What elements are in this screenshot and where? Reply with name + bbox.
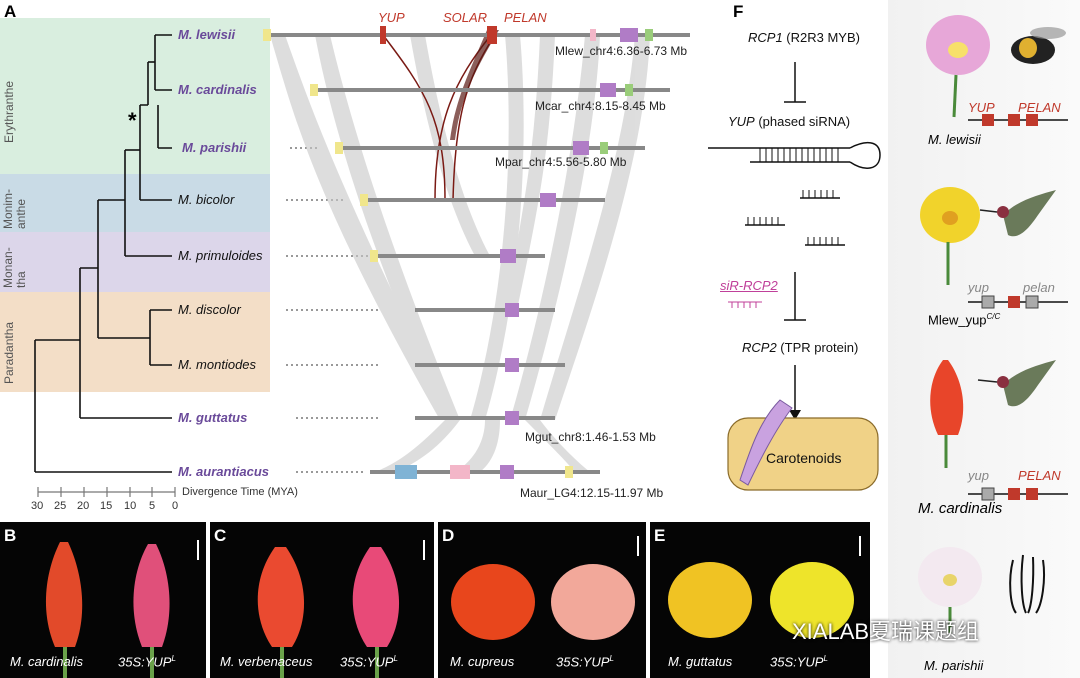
- gene-label-pelan-mutant: pelan: [1023, 280, 1055, 295]
- time-tick-label: 25: [54, 500, 67, 512]
- sirna-label: siR-RCP2: [720, 278, 778, 293]
- red-flower-with-hummingbird: [930, 360, 1056, 468]
- panel-a-letter: A: [4, 2, 17, 21]
- photo-panel-c: C M. verbenaceus 35S:YUPL: [210, 522, 434, 678]
- gene-label-yup-mutant: yup: [968, 468, 989, 483]
- gene-state-diagrams: [968, 114, 1068, 501]
- panel-f-letter: F: [733, 2, 744, 21]
- time-axis-title: Divergence Time (MYA): [182, 486, 298, 498]
- species-label: M. aurantiacus: [178, 464, 270, 479]
- synteny-plot: [263, 26, 690, 479]
- species-caption: Mlew_yupC/C: [928, 312, 1001, 328]
- gene-label-yup: YUP: [378, 10, 405, 25]
- species-caption: M. lewisii: [928, 132, 981, 147]
- time-tick-label: 5: [149, 500, 156, 512]
- time-tick-label: 10: [124, 500, 137, 512]
- species-label: M. parishii: [182, 140, 247, 155]
- gene-label-pelan: PELAN: [1018, 468, 1061, 483]
- clade-monimanthe-band: Monim- anthe: [0, 174, 270, 232]
- chromosome-label: Mcar_chr4:8.15-8.45 Mb: [535, 99, 666, 113]
- gene-label-yup: YUP: [968, 100, 995, 115]
- species-caption: M. parishii: [924, 658, 984, 673]
- time-tick-label: 20: [77, 500, 90, 512]
- species-label: M. bicolor: [178, 192, 235, 207]
- rcp1-label: RCP1 (R2R3 MYB): [748, 30, 860, 45]
- photo-panel-d: D M. cupreus 35S:YUPL: [438, 522, 646, 678]
- chromosome-label: Mlew_chr4:6.36-6.73 Mb: [555, 44, 688, 58]
- species-label: M. cardinalis: [178, 82, 257, 97]
- gene-label-pelan: PELAN: [504, 10, 547, 25]
- white-flower-with-anthers: [918, 547, 1046, 633]
- species-label: M. montiodes: [178, 357, 257, 372]
- chromosome-label: Mpar_chr4:5.56-5.80 Mb: [495, 155, 627, 169]
- carotenoids-label: Carotenoids: [766, 450, 842, 466]
- species-label: M. discolor: [178, 302, 241, 317]
- clade-monantha-band: Monan- tha: [0, 232, 270, 292]
- pink-flower-with-bee: [926, 15, 1066, 118]
- time-tick-label: 30: [31, 500, 44, 512]
- photo-panel-b: B M. cardinalis 35S:YUPL: [0, 522, 206, 678]
- pathway-diagram: [708, 62, 881, 491]
- clade-paradantha-band: Paradantha: [0, 292, 270, 392]
- species-label: M. lewisii: [178, 27, 236, 42]
- time-tick-label: 0: [172, 500, 179, 512]
- yup-label: YUP (phased siRNA): [728, 114, 851, 129]
- node-asterisk: *: [128, 108, 137, 133]
- gene-label-solar: SOLAR: [443, 10, 488, 25]
- phylogenetic-tree: [34, 34, 380, 497]
- watermark: XIALAB夏瑞课题组: [792, 619, 980, 644]
- rcp2-label: RCP2 (TPR protein): [742, 340, 859, 355]
- gene-label-yup-mutant: yup: [968, 280, 989, 295]
- photo-panel-e: E M. guttatus 35S:YUPL: [650, 522, 870, 678]
- chromosome-label: Mgut_chr8:1.46-1.53 Mb: [525, 430, 656, 444]
- species-label: M. primuloides: [178, 248, 263, 263]
- species-label: M. guttatus: [178, 410, 248, 425]
- yellow-flower-with-hummingbird: [920, 187, 1056, 285]
- chromosome-label: Maur_LG4:12.15-11.97 Mb: [520, 486, 664, 500]
- clade-erythranthe-band: Erythranthe: [0, 18, 270, 174]
- time-tick-label: 15: [100, 500, 113, 512]
- gene-label-pelan: PELAN: [1018, 100, 1061, 115]
- flower-pollinator-column: YUP PELAN M. lewisii yup pelan Mlew_yupC…: [888, 0, 1080, 678]
- species-caption: M. cardinalis: [918, 500, 1003, 517]
